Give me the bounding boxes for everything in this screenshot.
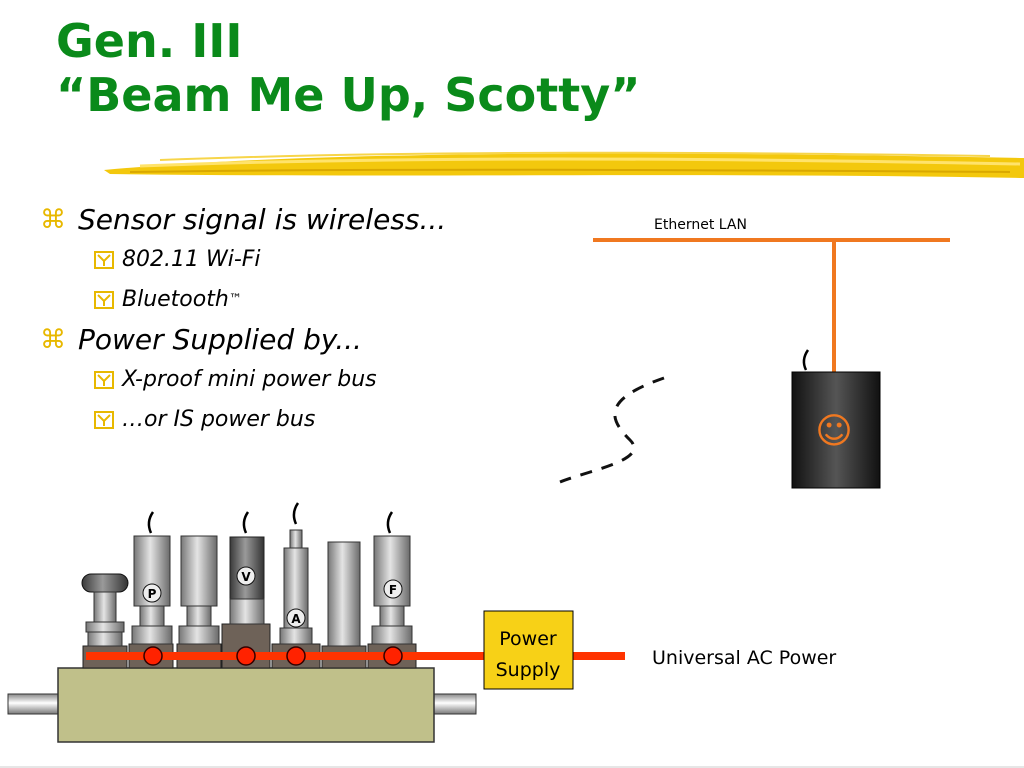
trademark-symbol: ™ <box>228 292 242 307</box>
title-line-1: Gen. III <box>56 14 243 68</box>
flow-sensor: F <box>371 535 413 645</box>
checkbox-y-icon <box>94 291 114 309</box>
sub-bullet-wifi: 802.11 Wi-Fi <box>40 240 560 280</box>
smiley-icon: ☺ <box>815 411 853 452</box>
bullet-list: ⌘ Sensor signal is wireless... 802.11 Wi… <box>40 200 560 440</box>
bullet-glyph-icon: ⌘ <box>40 205 66 235</box>
footer-divider <box>0 766 1024 768</box>
outlet-pipe <box>429 693 477 715</box>
checkbox-y-icon <box>94 411 114 429</box>
sensor-cylinder <box>178 535 220 645</box>
sub-bullet-is: …or IS power bus <box>40 400 560 440</box>
antenna-icon <box>292 502 300 525</box>
sub-bullet-text: 802.11 Wi-Fi <box>122 247 261 272</box>
bullet-power: ⌘ Power Supplied by... <box>40 320 560 360</box>
sensor-letter-p: P <box>148 587 157 601</box>
power-supply-label-line-1: Power <box>499 628 557 650</box>
bullet-glyph-icon: ⌘ <box>40 325 66 355</box>
manual-valve <box>81 573 129 647</box>
bus-connection-dot <box>286 646 306 666</box>
title-line-2: “Beam Me Up, Scotty” <box>56 68 641 122</box>
bus-connection-dot <box>236 646 256 666</box>
antenna-icon <box>242 511 250 534</box>
sub-bullet-text: Bluetooth <box>122 287 229 312</box>
bullet-text: Sensor signal is wireless... <box>78 203 447 236</box>
ethernet-label: Ethernet LAN <box>654 217 747 233</box>
checkbox-y-icon <box>94 251 114 269</box>
checkbox-y-icon <box>94 371 114 389</box>
pressure-sensor: P <box>131 535 173 645</box>
sensor-cylinder-tall <box>327 541 361 647</box>
wireless-link-path <box>559 376 665 484</box>
sub-bullet-text: X-proof mini power bus <box>122 367 377 392</box>
antenna-icon <box>802 349 810 371</box>
bus-connection-dot <box>383 646 403 666</box>
valve-sensor: V <box>229 536 265 625</box>
power-supply-box <box>483 610 574 690</box>
bullet-text: Power Supplied by... <box>78 323 362 356</box>
antenna-icon <box>386 511 394 534</box>
slide-title: Gen. III “Beam Me Up, Scotty” <box>56 14 640 122</box>
bullet-wireless: ⌘ Sensor signal is wireless... <box>40 200 560 240</box>
wireless-access-point <box>791 371 881 489</box>
bus-connection-dot <box>143 646 163 666</box>
ac-power-label: Universal AC Power <box>652 647 836 669</box>
sub-bullet-text: …or IS power bus <box>122 407 316 432</box>
manifold-block <box>57 667 435 743</box>
sub-bullet-xproof: X-proof mini power bus <box>40 360 560 400</box>
sensor-letter-a: A <box>291 612 301 626</box>
inlet-pipe <box>7 693 63 715</box>
power-supply-label-line-2: Supply <box>496 659 561 681</box>
antenna-icon <box>147 511 155 534</box>
sub-bullet-bluetooth: Bluetooth™ <box>40 280 560 320</box>
analyzer-sensor: A <box>279 529 313 645</box>
sensor-letter-f: F <box>389 583 397 597</box>
sensor-letter-v: V <box>241 570 251 584</box>
brush-stroke-decoration <box>104 151 1024 178</box>
